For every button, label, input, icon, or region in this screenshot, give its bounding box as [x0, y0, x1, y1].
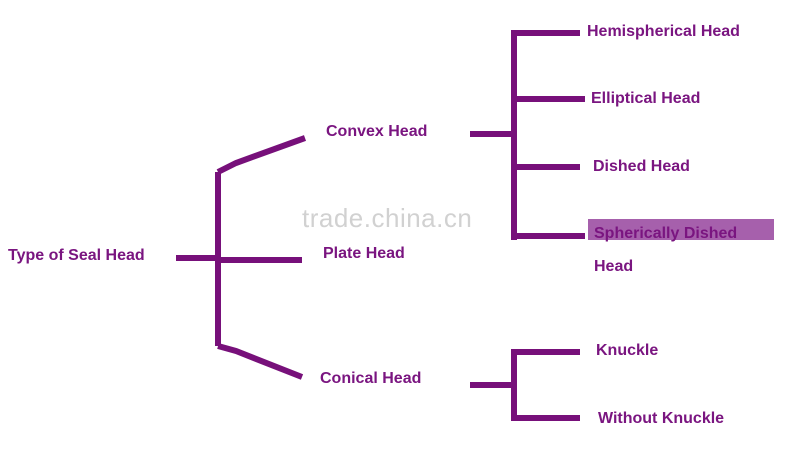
hemispherical-head-label: Hemispherical Head [587, 23, 740, 40]
plate-head-label: Plate Head [323, 245, 405, 262]
convex-head-label: Convex Head [326, 123, 428, 140]
knuckle-label: Knuckle [596, 342, 659, 359]
convex-branch [216, 135, 307, 175]
without-knuckle-label: Without Knuckle [598, 410, 725, 427]
conical-head-label: Conical Head [320, 370, 422, 387]
connector-lines [176, 30, 585, 421]
elliptical-head-label: Elliptical Head [591, 90, 701, 107]
watermark: trade.china.cn [302, 203, 473, 233]
obscuring-bar [588, 219, 774, 240]
dished-head-label: Dished Head [593, 158, 690, 175]
spherically-dished-head-label: Spherically Dished Head [594, 225, 738, 275]
conical-branch [217, 343, 304, 380]
root-node-label: Type of Seal Head [8, 247, 145, 264]
